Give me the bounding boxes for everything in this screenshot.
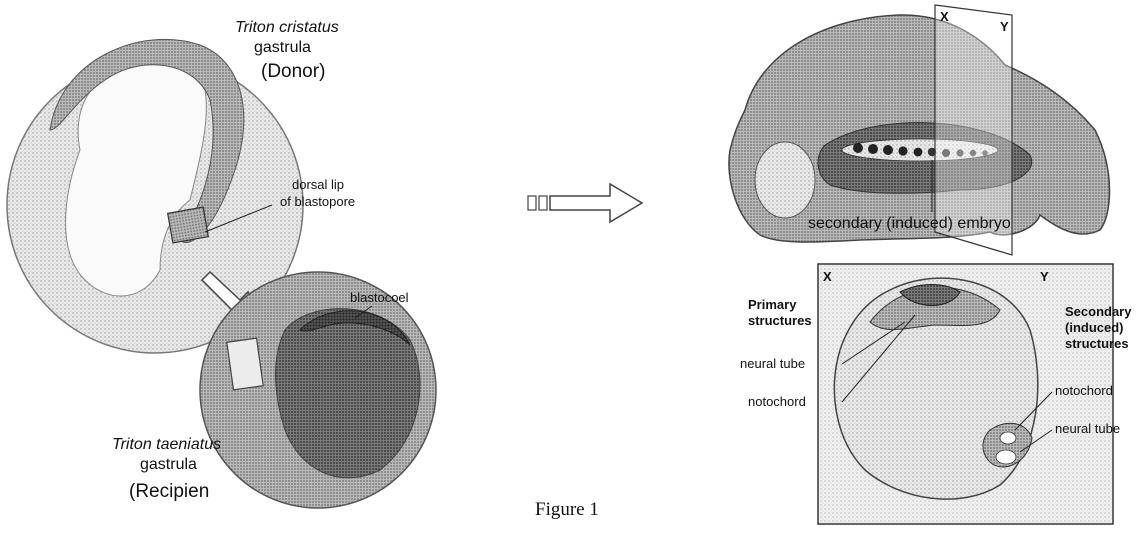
- donor-role-label: (Donor): [261, 62, 325, 82]
- graft: [227, 338, 263, 390]
- secondary-neural-tube-label: neural tube: [1055, 422, 1120, 436]
- eye-region: [755, 142, 815, 218]
- recipient-stage-label: gastrula: [140, 457, 197, 474]
- plane-y-label: Y: [1000, 20, 1009, 34]
- primary-notochord-label: notochord: [748, 395, 806, 409]
- primary-structures-label-2: structures: [748, 314, 812, 328]
- secondary-structures-label-1: Secondary: [1065, 305, 1131, 319]
- plane-x-label: X: [940, 10, 949, 24]
- recipient-role-label: (Recipien: [129, 482, 209, 502]
- donor-stage-label: gastrula: [254, 40, 311, 57]
- dorsal-lip-label-2: of blastopore: [280, 195, 355, 209]
- figure-caption: Figure 1: [535, 500, 599, 520]
- donor-species-label: Triton cristatus: [235, 20, 339, 37]
- recipient-species-label: Triton taeniatus: [112, 437, 221, 454]
- recipient-gastrula: [200, 272, 436, 508]
- section-y-label: Y: [1040, 270, 1049, 284]
- result-arrow: [528, 184, 642, 222]
- primary-structures-label-1: Primary: [748, 298, 796, 312]
- secondary-embryo-label: secondary (induced) embryo: [808, 216, 1011, 233]
- dorsal-lip-graft-region: [168, 207, 209, 243]
- dorsal-lip-label-1: dorsal lip: [292, 178, 344, 192]
- primary-neural-tube-label: neural tube: [740, 357, 805, 371]
- blastocoel-label: blastocoel: [350, 291, 409, 305]
- secondary-structures-label-3: structures: [1065, 337, 1129, 351]
- secondary-structures-label-2: (induced): [1065, 321, 1124, 335]
- secondary-notochord-label: notochord: [1055, 384, 1113, 398]
- section-x-label: X: [823, 270, 832, 284]
